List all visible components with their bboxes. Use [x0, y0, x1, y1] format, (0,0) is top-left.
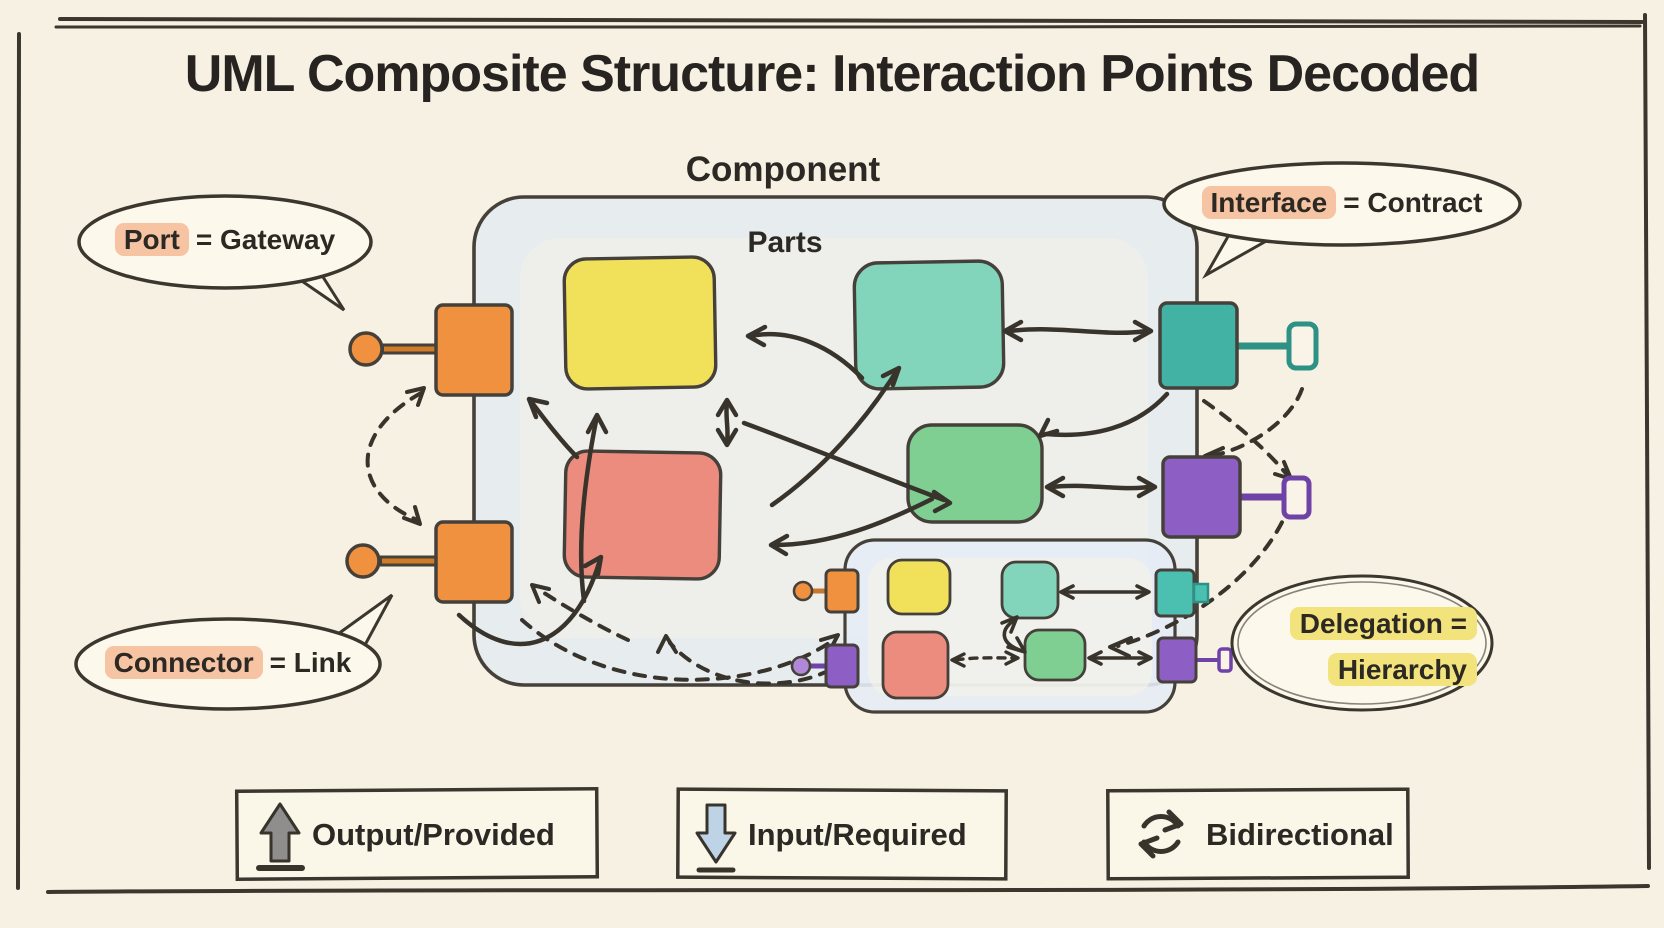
sub-teal-part: [1000, 560, 1060, 620]
connector-term: Connector: [104, 646, 263, 679]
ball-terminal: [348, 331, 384, 367]
connector-bubble-text: Connector= Link: [76, 646, 380, 679]
ball-terminal: [345, 543, 381, 579]
socket-terminal: [1217, 647, 1233, 673]
legend-label-output: Output/Provided: [312, 817, 555, 852]
poster-title: UML Composite Structure: Interaction Poi…: [184, 45, 1480, 103]
sub-green-part: [1023, 628, 1087, 682]
sketch-frame: [16, 13, 1651, 894]
port-rest: = Gateway: [195, 224, 336, 255]
sub-red-part: [881, 630, 950, 700]
socket-terminal: [1286, 321, 1319, 371]
sub-teal-port: [1154, 568, 1210, 618]
sub-purple-port-left: [790, 643, 860, 689]
interface-bubble-text: Interface= Contract: [1166, 186, 1518, 219]
cycle-icon: [1138, 809, 1184, 859]
sub-solid-connectors: [1000, 584, 1153, 666]
interface-rest: = Contract: [1343, 187, 1483, 218]
legend-label-input: Input/Required: [748, 817, 967, 852]
tab-terminal: [1192, 582, 1210, 604]
port-term: Port: [114, 223, 189, 256]
legend-label-bidirectional: Bidirectional: [1206, 817, 1394, 852]
red-part: [562, 449, 723, 581]
connector-rest: = Link: [269, 647, 352, 678]
interface-bubble: [1162, 161, 1522, 279]
interface-term: Interface: [1201, 186, 1337, 219]
sub-yellow-part: [886, 558, 952, 616]
teal-port: [1158, 301, 1319, 390]
socket-terminal: [1281, 475, 1312, 520]
legend-box-bidirectional: [1106, 787, 1410, 881]
port-bubble-text: Port= Gateway: [80, 223, 370, 256]
purple-port: [1161, 455, 1312, 539]
up-arrow-icon: [256, 802, 305, 871]
sub-purple-port-right: [1156, 636, 1233, 684]
legend: [234, 786, 1410, 882]
delegation-bubble-text: Delegation = Hierarchy: [1247, 601, 1499, 693]
delegation-line2: Hierarchy: [1327, 653, 1477, 686]
legend-box-input: [676, 787, 1008, 881]
port-bubble: [77, 194, 373, 312]
legend-box-output: [234, 786, 600, 882]
down-arrow-icon: [695, 803, 737, 873]
green-part: [906, 423, 1044, 524]
solid-connectors: [456, 319, 1170, 647]
teal-part: [852, 259, 1006, 391]
orange-port-top: [348, 303, 514, 397]
component-label: Component: [685, 150, 881, 189]
sub-orange-port: [792, 568, 860, 614]
parts-label: Parts: [747, 226, 823, 259]
delegation-line1: Delegation =: [1289, 607, 1477, 640]
yellow-part: [562, 255, 718, 391]
orange-port-bottom: [345, 520, 514, 604]
